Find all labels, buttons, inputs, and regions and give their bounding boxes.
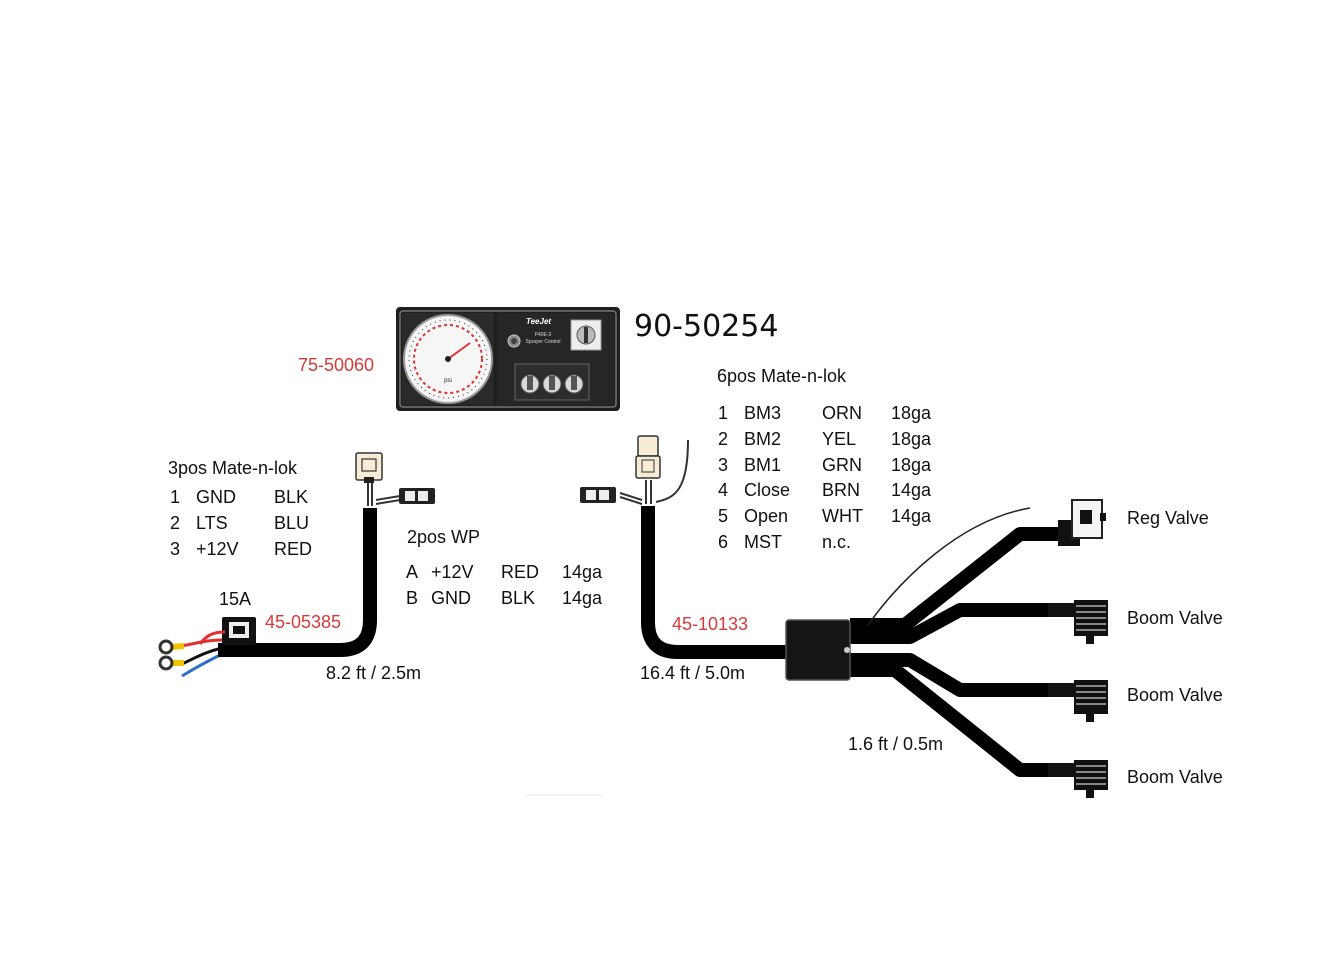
- pin-row: 3 +12V RED: [170, 536, 312, 562]
- pin-row: 4 Close BRN 14ga: [718, 478, 931, 504]
- pin-wire-gauge: 18ga: [891, 403, 932, 424]
- connector-6pos-title: 6pos Mate-n-lok: [717, 366, 847, 386]
- pin-wire-color: BLU: [274, 513, 310, 534]
- pin-signal: GND: [196, 487, 236, 508]
- pin-signal: BM1: [744, 454, 782, 475]
- sprayer-console: psi TeeJet P40E-3 Sprayer Control: [396, 307, 620, 411]
- connector-2pos-wp-mate-icon: [580, 487, 616, 503]
- pin-number: 3: [718, 454, 729, 475]
- control-panel: TeeJet P40E-3 Sprayer Control: [497, 313, 614, 405]
- branch-length-label: 1.6 ft / 0.5m: [848, 734, 944, 754]
- boom-valve-label: Boom Valve: [1127, 608, 1223, 628]
- valve-harness-part-number: 45-10133: [672, 614, 749, 634]
- pin-wire-color: RED: [501, 562, 540, 583]
- valve-harness-length: 16.4 ft / 5.0m: [640, 663, 746, 683]
- pin-wire-color: WHT: [822, 506, 863, 527]
- pin-number: 6: [718, 531, 729, 552]
- pin-wire-color: GRN: [822, 454, 862, 475]
- pin-row: A +12V RED 14ga: [406, 560, 602, 586]
- pin-wire-color: BRN: [822, 480, 861, 501]
- connector-2pos-pin-table: A +12V RED 14ga B GND BLK 14ga: [406, 560, 602, 611]
- pin-signal: BM2: [744, 429, 782, 450]
- connector-6pos-icon: [635, 435, 661, 479]
- connector-6pos-pin-table: 1 BM3 ORN 18ga 2 BM2 YEL 18ga 3 BM1 GRN …: [718, 401, 931, 555]
- boom-valve-label: Boom Valve: [1127, 685, 1223, 705]
- boom-valve-connector-icon: [1048, 760, 1108, 798]
- console-model-label: P40E-3: [535, 332, 552, 338]
- pin-signal: Close: [744, 480, 791, 501]
- pin-wire-gauge: 18ga: [891, 454, 932, 475]
- connector-3pos-pin-table: 1 GND BLK 2 LTS BLU 3 +12V RED: [170, 485, 312, 562]
- pin-wire-color: RED: [274, 538, 313, 559]
- pin-number: 4: [718, 480, 729, 501]
- pin-row: 6 MST n.c.: [718, 529, 931, 555]
- pin-wire-gauge: 14ga: [891, 506, 932, 527]
- pin-row: 1 BM3 ORN 18ga: [718, 401, 931, 427]
- pin-row: 5 Open WHT 14ga: [718, 504, 931, 530]
- pin-wire-gauge: 14ga: [562, 588, 603, 609]
- pin-wire-gauge: [891, 529, 931, 555]
- pin-wire-color: ORN: [822, 403, 862, 424]
- pin-signal: Open: [744, 506, 789, 527]
- pin-wire-color: YEL: [822, 429, 857, 450]
- pin-number: 5: [718, 506, 729, 527]
- pin-row: 3 BM1 GRN 18ga: [718, 452, 931, 478]
- console-part-number: 75-50060: [298, 355, 375, 375]
- pin-wire-color: n.c.: [822, 531, 852, 552]
- boom-valve-connector-icon: [1048, 600, 1108, 644]
- pin-signal: GND: [431, 588, 471, 609]
- pin-row: B GND BLK 14ga: [406, 586, 602, 612]
- gauge-unit-label: psi: [444, 378, 452, 384]
- pin-wire-gauge: 14ga: [891, 480, 932, 501]
- power-harness-part-number: 45-05385: [265, 612, 342, 632]
- pin-number: 1: [170, 487, 181, 508]
- pin-number: 2: [170, 513, 181, 534]
- pin-wire-gauge: 14ga: [562, 562, 603, 583]
- pin-row: 2 LTS BLU: [170, 511, 312, 537]
- diagram-title: 90-50254: [634, 309, 779, 344]
- pin-wire-color: BLK: [274, 487, 309, 508]
- pin-row: 2 BM2 YEL 18ga: [718, 427, 931, 453]
- pin-wire-gauge: 18ga: [891, 429, 932, 450]
- pin-number: 2: [718, 429, 729, 450]
- boom-valve-connector-icon: [1048, 680, 1108, 722]
- boom-switches-icon: [514, 363, 590, 401]
- pin-signal: +12V: [196, 538, 239, 559]
- pin-number: B: [406, 588, 419, 609]
- pin-number: A: [406, 562, 419, 583]
- pin-signal: +12V: [431, 562, 474, 583]
- connector-2pos-title: 2pos WP: [407, 527, 481, 547]
- console-subtitle-label: Sprayer Control: [525, 339, 560, 345]
- ring-terminal-icon: [158, 639, 185, 671]
- fuse-rating-label: 15A: [219, 589, 252, 609]
- connector-2pos-wp-icon: [399, 488, 435, 504]
- reg-valve-connector-icon: [1058, 499, 1106, 546]
- valve-harness: [580, 435, 1108, 798]
- power-harness: [158, 452, 435, 678]
- pin-row: 1 GND BLK: [170, 485, 312, 511]
- pressure-gauge-icon: psi: [402, 313, 494, 405]
- connector-3pos-icon: [355, 452, 383, 483]
- console-brand-logo: TeeJet: [526, 317, 551, 326]
- boom-valve-label: Boom Valve: [1127, 767, 1223, 787]
- pin-signal: MST: [744, 531, 782, 552]
- pin-number: 1: [718, 403, 729, 424]
- pin-signal: BM3: [744, 403, 782, 424]
- pin-number: 3: [170, 538, 181, 559]
- pin-wire-color: BLK: [501, 588, 536, 609]
- junction-box-icon: [785, 619, 851, 681]
- connector-3pos-title: 3pos Mate-n-lok: [168, 458, 298, 478]
- reg-valve-label: Reg Valve: [1127, 508, 1209, 528]
- pin-signal: LTS: [196, 513, 228, 534]
- power-harness-length: 8.2 ft / 2.5m: [326, 663, 422, 683]
